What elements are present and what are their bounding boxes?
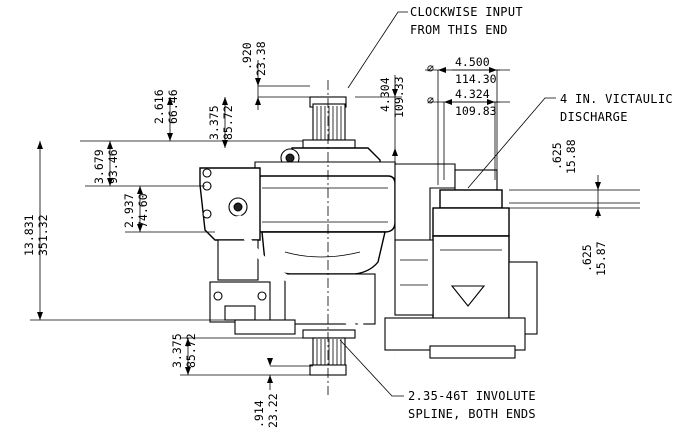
spline-note-line1: 2.35-46T INVOLUTE <box>408 389 536 403</box>
upper-housing <box>254 147 399 233</box>
top-shaft-in: .920 <box>240 42 254 70</box>
dia-inner-in: 4.324 <box>455 87 490 101</box>
discharge-down-mm: 15.87 <box>594 241 608 276</box>
discharge-up-mm: 15.88 <box>564 139 578 174</box>
mount-b-in: 2.937 <box>122 193 136 228</box>
input-note-line1: CLOCKWISE INPUT <box>410 5 523 19</box>
pump-body <box>199 80 538 395</box>
bottom-shaft-in: .914 <box>252 400 266 428</box>
discharge-down-in: .625 <box>580 244 594 272</box>
discharge-note-line1: 4 IN. VICTAULIC <box>560 92 673 106</box>
bottom-shaft <box>302 329 356 376</box>
dimension-lines <box>30 11 640 397</box>
flange-mm: 66.46 <box>166 89 180 124</box>
upper-height-in: 4.304 <box>378 77 392 112</box>
dia-inner-mm: 109.83 <box>455 104 497 118</box>
spline-note-line2: SPLINE, BOTH ENDS <box>408 407 536 421</box>
hose <box>234 215 397 363</box>
upper-shaft-in: 3.375 <box>207 105 221 140</box>
mounting-bracket <box>199 167 261 281</box>
dia-inner-symbol: ⌀ <box>427 93 434 107</box>
lower-shaft-in: 3.375 <box>170 333 184 368</box>
discharge-note-line2: DISCHARGE <box>560 110 628 124</box>
overall-height-mm: 351.32 <box>36 214 50 256</box>
lower-housing <box>209 231 386 335</box>
dia-outer-in: 4.500 <box>455 55 490 69</box>
upper-shaft-mm: 85.72 <box>221 105 235 140</box>
flange-in: 2.616 <box>152 89 166 124</box>
overall-height-in: 13.831 <box>22 214 36 256</box>
top-shaft-mm: 23.38 <box>254 41 268 76</box>
dia-outer-mm: 114.30 <box>455 72 497 86</box>
vertical-dimension-labels: .920 23.38 2.616 66.46 3.375 85.72 4.304… <box>22 41 608 428</box>
mount-a-mm: 93.46 <box>106 149 120 184</box>
discharge-assembly <box>384 163 538 359</box>
mount-b-mm: 74.60 <box>136 193 150 228</box>
arrowheads <box>37 67 601 383</box>
lower-shaft-mm: 85.72 <box>184 333 198 368</box>
dia-outer-symbol: ⌀ <box>427 61 434 75</box>
mount-a-in: 3.679 <box>92 149 106 184</box>
top-input-shaft <box>302 96 356 149</box>
bottom-shaft-mm: 23.22 <box>266 393 280 428</box>
upper-height-mm: 109.33 <box>392 76 406 118</box>
discharge-up-in: .625 <box>550 142 564 170</box>
input-note-line2: FROM THIS END <box>410 23 508 37</box>
fraction-rules <box>452 69 500 103</box>
